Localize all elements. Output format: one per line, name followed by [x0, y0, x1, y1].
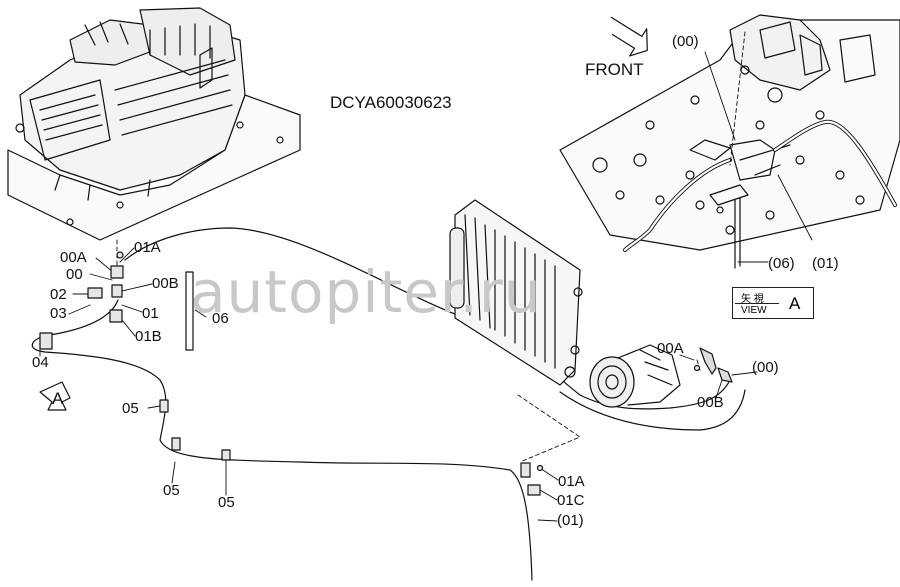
callout-label: 05	[122, 400, 139, 417]
callout-label: (00)	[672, 33, 699, 50]
callout-label: 01	[142, 305, 159, 322]
view-box-letter: A	[789, 294, 801, 313]
callout-label: 00B	[152, 275, 179, 292]
cab-floor-illustration	[559, 14, 900, 269]
front-arrow-icon	[610, 16, 648, 57]
callout-label: 01C	[557, 492, 585, 509]
front-label: FRONT	[585, 60, 644, 79]
callout-label: 01B	[135, 328, 162, 345]
callout-label: 01A	[134, 239, 161, 256]
callout-label: 00A	[657, 340, 684, 357]
view-arrow-icon	[39, 381, 71, 411]
callout-label: 03	[50, 305, 67, 322]
callout-label: 01A	[558, 473, 585, 490]
condenser-illustration	[449, 199, 583, 386]
drawing-code: DCYA60030623	[330, 93, 452, 112]
view-a-box: 矢 視 VIEW A	[732, 287, 814, 319]
drain-tube	[185, 271, 194, 351]
watermark-text: autopiter.ru	[190, 258, 542, 326]
callout-label: 02	[50, 286, 67, 303]
callout-label: (01)	[557, 512, 584, 529]
callout-label: 06	[212, 310, 229, 327]
callout-label: 00B	[697, 394, 724, 411]
callout-label: 04	[32, 354, 49, 371]
view-box-en: VIEW	[741, 305, 767, 316]
callout-label: (06)	[768, 255, 795, 272]
callout-label: 05	[218, 494, 235, 511]
compressor-illustration	[589, 344, 681, 408]
view-arrow-letter: A	[52, 389, 64, 408]
callout-label: (01)	[812, 255, 839, 272]
callout-label: 00A	[60, 249, 87, 266]
callout-label: (00)	[752, 359, 779, 376]
hvac-unit-illustration	[7, 7, 301, 241]
callout-label: 00	[66, 266, 83, 283]
view-box-jp: 矢 視	[741, 294, 764, 305]
view-box-divider	[735, 303, 779, 304]
callout-label: 05	[163, 482, 180, 499]
